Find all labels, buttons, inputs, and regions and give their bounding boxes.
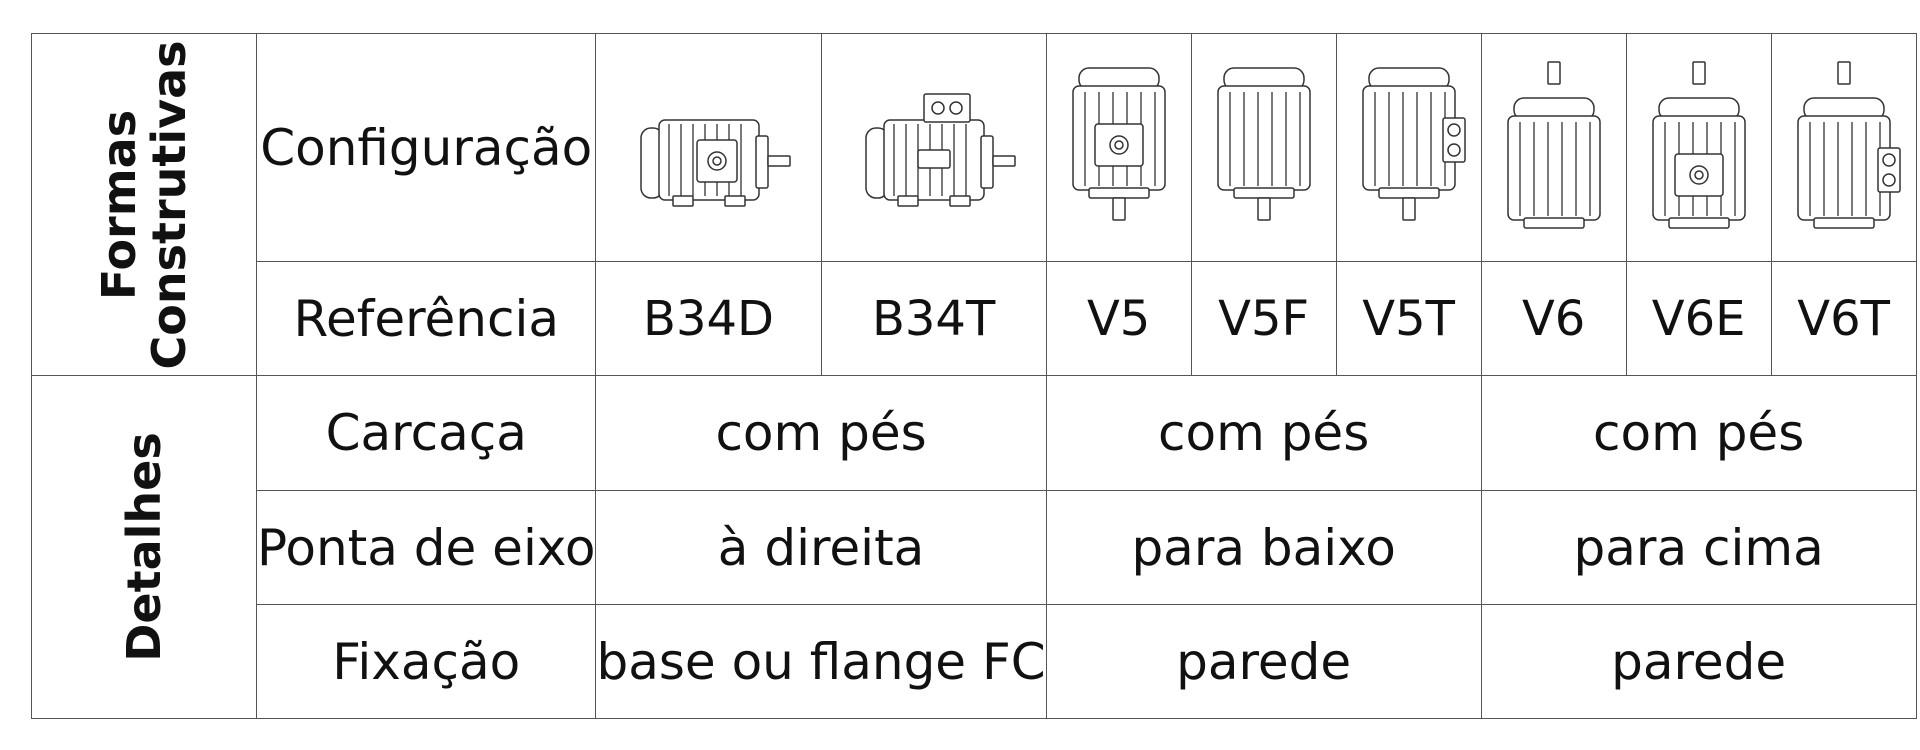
group-label-detalhes: Detalhes	[117, 432, 171, 662]
motor-v6-icon	[1496, 58, 1611, 238]
config-cell-v5t	[1335, 33, 1482, 262]
fixacao-v6: parede	[1480, 604, 1917, 719]
config-cell-b34d	[595, 33, 822, 262]
carcaca-v5: com pés	[1045, 375, 1482, 491]
ref-v6: V6	[1480, 261, 1627, 376]
carcaca-b34: com pés	[595, 375, 1047, 491]
ponta-v5: para baixo	[1045, 490, 1482, 605]
motor-v5f-icon	[1206, 58, 1321, 238]
ref-v5t: V5T	[1335, 261, 1482, 376]
config-cell-v6t	[1770, 33, 1917, 262]
row-label-ponta-de-eixo: Ponta de eixo	[255, 490, 597, 605]
motor-v6t-icon	[1786, 58, 1901, 238]
ref-v6e: V6E	[1625, 261, 1772, 376]
row-label-configuracao: Configuração	[255, 33, 597, 262]
motor-v5t-icon	[1351, 58, 1466, 238]
motor-construction-table: Formas Construtivas Configuração Referên…	[31, 33, 1917, 719]
row-label-referencia: Referência	[255, 261, 597, 376]
config-cell-v6e	[1625, 33, 1772, 262]
ref-b34d: B34D	[595, 261, 822, 376]
config-cell-v5	[1045, 33, 1192, 262]
ponta-b34: à direita	[595, 490, 1047, 605]
group-label-formas: Formas Construtivas	[92, 39, 196, 370]
row-label-fixacao: Fixação	[255, 604, 597, 719]
ref-v6t: V6T	[1770, 261, 1917, 376]
config-cell-b34t	[820, 33, 1047, 262]
group-formas-construtivas: Formas Construtivas	[31, 33, 257, 376]
ref-v5: V5	[1045, 261, 1192, 376]
ref-v5f: V5F	[1190, 261, 1337, 376]
row-label-carcaca: Carcaça	[255, 375, 597, 491]
carcaca-v6: com pés	[1480, 375, 1917, 491]
ref-b34t: B34T	[820, 261, 1047, 376]
motor-v5-icon	[1061, 58, 1176, 238]
config-cell-v6	[1480, 33, 1627, 262]
group-detalhes: Detalhes	[31, 375, 257, 719]
motor-v6e-icon	[1641, 58, 1756, 238]
fixacao-v5: parede	[1045, 604, 1482, 719]
ponta-v6: para cima	[1480, 490, 1917, 605]
motor-b34t-icon	[846, 88, 1021, 208]
fixacao-b34: base ou flange FC	[595, 604, 1047, 719]
config-cell-v5f	[1190, 33, 1337, 262]
motor-b34d-icon	[621, 88, 796, 208]
